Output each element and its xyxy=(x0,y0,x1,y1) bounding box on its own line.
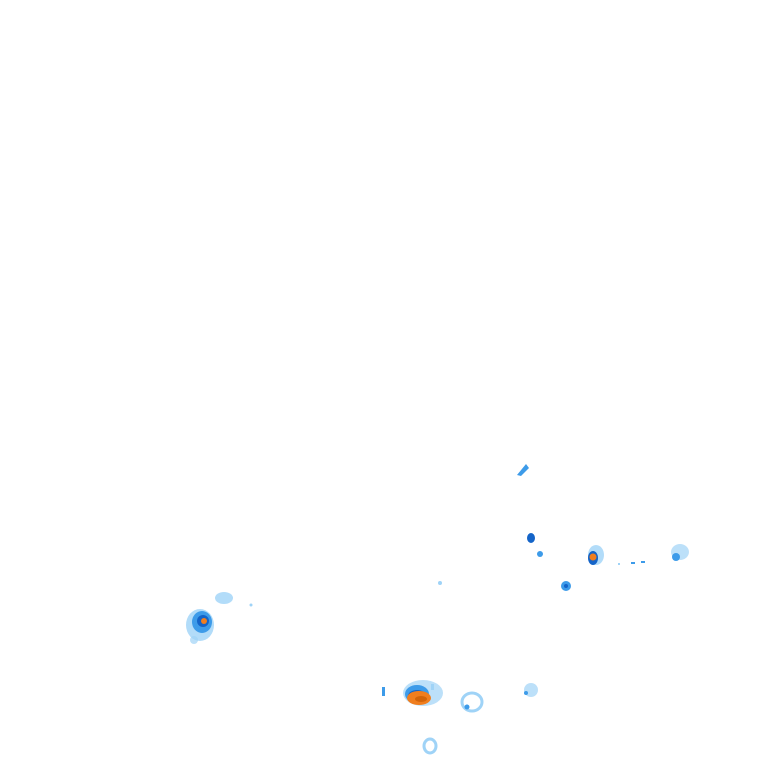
cell-mid-east-b xyxy=(537,551,543,557)
cell-small-b xyxy=(382,687,385,696)
cell-south-centre xyxy=(403,680,443,706)
cell-south-ring xyxy=(460,691,484,713)
cell-small-a xyxy=(249,581,442,607)
cell-west xyxy=(186,592,233,644)
cell-mid-east-c-centre xyxy=(564,584,568,588)
cell-small-c xyxy=(431,684,434,690)
cell-north-east xyxy=(517,464,529,476)
cell-west-core xyxy=(201,618,207,624)
cell-south-centre-core-inner xyxy=(415,696,427,702)
cell-far-east-dot-a xyxy=(631,562,635,564)
cell-south-east-dot xyxy=(524,691,528,695)
cell-south-ring-dot xyxy=(464,704,470,710)
cell-west-light-spur xyxy=(215,592,233,604)
cell-far-east xyxy=(618,544,689,565)
cell-small-b-streak xyxy=(382,687,385,696)
cell-west-tail xyxy=(190,636,198,644)
cell-east xyxy=(588,545,604,565)
cell-east-core xyxy=(589,553,597,561)
cell-south xyxy=(422,737,438,755)
cell-south-ring-outer xyxy=(460,691,484,713)
cell-small-c-streak xyxy=(431,684,434,690)
cell-far-east-medium xyxy=(672,553,680,561)
cell-small-a-dot xyxy=(438,581,442,585)
cell-mid-east-a xyxy=(527,533,535,543)
cell-far-east-dot-b xyxy=(641,561,645,563)
cell-far-east-dot-c xyxy=(618,563,620,565)
cell-south-east xyxy=(524,683,538,697)
cell-mid-east xyxy=(527,533,571,591)
cell-small-a-dot-2 xyxy=(249,603,253,607)
cell-south-light xyxy=(422,737,438,755)
cell-north-east-streak xyxy=(517,464,529,476)
